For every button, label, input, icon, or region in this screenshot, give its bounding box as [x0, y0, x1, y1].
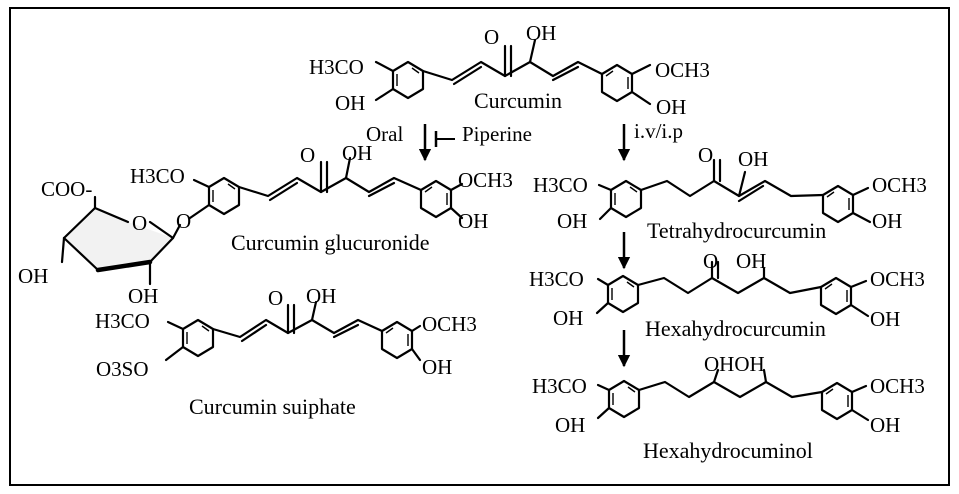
- curcumin-right-hydroxyl: OH: [656, 95, 686, 119]
- glucuronide-right-hydroxyl: OH: [458, 209, 488, 233]
- glucuronide-ring-o: O: [132, 211, 147, 235]
- curcumin-right-methoxy: OCH3: [655, 58, 710, 82]
- sulphate-right-methoxy: OCH3: [422, 312, 477, 336]
- glucuronide-right-methoxy: OCH3: [458, 168, 513, 192]
- cuminol-right-methoxy: OCH3: [870, 374, 925, 398]
- sulphate-heptadienone-chain: [211, 318, 384, 339]
- tetrahydro-chain: [639, 179, 825, 198]
- curcumin-glucuronide-structure: O OH H3CO O OCH3 OH COO- O OH OH Curcumi…: [18, 141, 513, 308]
- tetrahydro-keto-o: O: [698, 143, 713, 167]
- tetrahydro-left-hydroxyl: OH: [557, 209, 587, 233]
- hexahydro-right-hydroxyl: OH: [870, 307, 900, 331]
- cuminol-diol: OHOH: [704, 352, 765, 376]
- curcumin-keto-o: O: [484, 25, 499, 49]
- glucuronide-carboxylate: COO-: [41, 177, 92, 201]
- glucuronide-sugar-oh-left: OH: [18, 264, 48, 288]
- sulphate-left-methoxy: H3CO: [95, 309, 150, 333]
- tetrahydro-right-methoxy: OCH3: [872, 173, 927, 197]
- sulphate-keto-o: O: [268, 286, 283, 310]
- curcumin-structure: O OH H3CO OH OCH3 OH Curcumin: [309, 21, 710, 119]
- glucuronide-enol-oh: OH: [342, 141, 372, 165]
- hexahydro-chain: [636, 276, 823, 295]
- sulphate-sulfonate: O3SO: [96, 357, 149, 381]
- sulphate-enol-oh: OH: [306, 284, 336, 308]
- hexahydro-keto-o: O: [703, 249, 718, 273]
- tetrahydrocurcumin-structure: O OH H3CO OH OCH3 OH Tetrahydrocurcumin: [533, 143, 927, 243]
- figure-frame: [9, 7, 950, 486]
- curcumin-heptadienone-chain: [421, 60, 604, 82]
- cuminol-left-hydroxyl: OH: [555, 413, 585, 437]
- curcumin-left-hydroxyl: OH: [335, 91, 365, 115]
- hexahydro-left-hydroxyl: OH: [553, 306, 583, 330]
- glucuronide-keto-o: O: [300, 143, 315, 167]
- glucuronide-heptadienone-chain: [237, 176, 423, 198]
- cuminol-right-hydroxyl: OH: [870, 413, 900, 437]
- iv-ip-pathway: i.v/i.p: [617, 119, 683, 162]
- tetrahydro-enol-oh: OH: [738, 147, 768, 171]
- curcumin-left-methoxy: H3CO: [309, 55, 364, 79]
- tetrahydro-right-hydroxyl: OH: [872, 209, 902, 233]
- hexahydro-right-methoxy: OCH3: [870, 267, 925, 291]
- hexahydrocuminol-structure: OHOH H3CO OH OCH3 OH Hexahydrocuminol: [532, 352, 925, 463]
- glucuronide-left-methoxy: H3CO: [130, 164, 185, 188]
- sulphate-right-hydroxyl: OH: [422, 355, 452, 379]
- glucuronide-name: Curcumin glucuronide: [231, 230, 430, 255]
- glucuronide-sugar-shading: [64, 208, 173, 270]
- tetrahydro-name: Tetrahydrocurcumin: [647, 218, 826, 243]
- oral-pathway: Oral Piperine: [366, 122, 532, 162]
- cuminol-name: Hexahydrocuminol: [643, 438, 813, 463]
- cuminol-left-methoxy: H3CO: [532, 374, 587, 398]
- piperine-label: Piperine: [462, 122, 532, 146]
- iv-ip-label: i.v/i.p: [634, 119, 683, 143]
- hexahydro-left-methoxy: H3CO: [529, 267, 584, 291]
- curcumin-name: Curcumin: [474, 88, 562, 113]
- tetrahydro-left-methoxy: H3CO: [533, 173, 588, 197]
- glucuronide-sugar-oh-bottom: OH: [128, 284, 158, 308]
- hexahydro-hydroxyl: OH: [736, 249, 766, 273]
- oral-label: Oral: [366, 122, 403, 146]
- cuminol-chain: [637, 380, 824, 399]
- curcumin-sulphate-structure: O OH H3CO O3SO OCH3 OH Curcumin suiphate: [95, 284, 477, 419]
- sulphate-name: Curcumin suiphate: [189, 394, 356, 419]
- hexahydrocurcumin-structure: O OH H3CO OH OCH3 OH Hexahydrocurcumin: [529, 249, 925, 341]
- glucuronide-sugar-ring: [62, 206, 130, 272]
- curcumin-enol-oh: OH: [526, 21, 556, 45]
- hexahydro-name: Hexahydrocurcumin: [645, 316, 826, 341]
